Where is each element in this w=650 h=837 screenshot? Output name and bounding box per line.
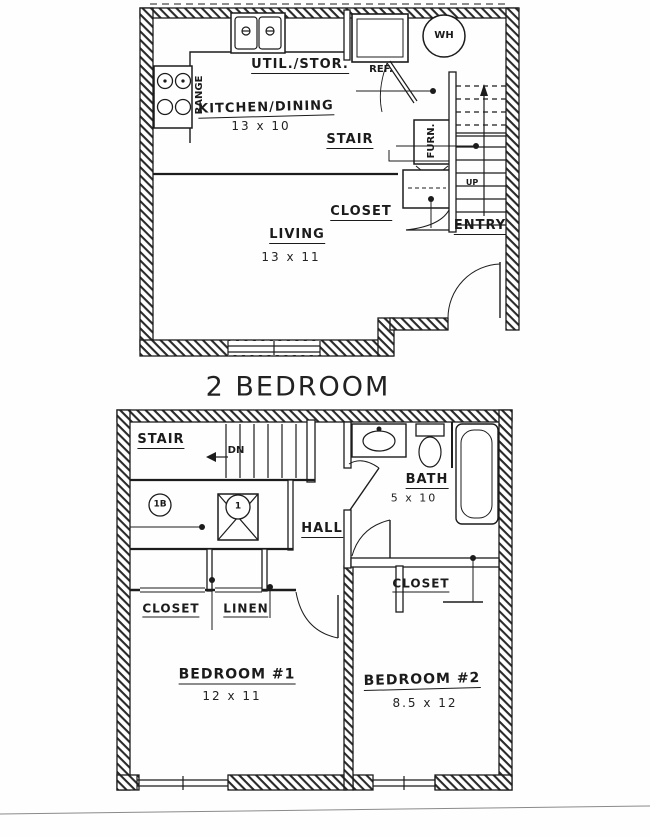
bath-label: BATH	[405, 472, 449, 489]
entry-closet	[402, 169, 456, 231]
bedroom1-label: BEDROOM #1	[178, 666, 296, 685]
kitchen-sink-fixture	[230, 12, 286, 54]
up-label: UP	[465, 178, 479, 187]
dn-arrow-icon	[206, 452, 216, 462]
furnace-closet	[413, 119, 451, 174]
water-heater-label: WH	[434, 30, 454, 41]
plan-title: 2 BEDROOM	[205, 371, 391, 403]
floor1-exterior-walls	[139, 7, 520, 357]
stair1-label: STAIR	[326, 132, 374, 149]
living-window	[227, 341, 321, 355]
scan-artifact-line	[0, 805, 650, 815]
bathtub-fixture	[455, 423, 499, 525]
kitchen-dims: 13 x 10	[231, 119, 291, 133]
range-label: RANGE	[194, 75, 205, 115]
bedroom2-label: BEDROOM #2	[363, 669, 481, 692]
vanity-sink-fixture	[351, 423, 407, 458]
util-stor-label: UTIL./STOR.	[251, 57, 349, 74]
bedroom2-door	[351, 519, 391, 558]
front-door	[447, 262, 501, 319]
bedroom1-window	[136, 776, 228, 790]
util-partition-wall	[343, 9, 351, 61]
water-heater-fixture	[422, 14, 466, 58]
reference-bubble-1	[225, 494, 251, 520]
entry-label: ENTRY	[453, 218, 507, 235]
reference-bubble-1b	[148, 493, 172, 517]
stair2-label: STAIR	[137, 432, 185, 449]
up-arrow-icon	[480, 84, 488, 96]
dn-label: DN	[227, 445, 245, 456]
floor2-plan	[116, 409, 513, 791]
living-label: LIVING	[269, 227, 325, 244]
toilet-fixture	[415, 423, 445, 468]
bedroom2-window	[373, 776, 436, 790]
bath-dims: 5 x 10	[390, 491, 438, 505]
bubble-1b-label: 1B	[153, 499, 167, 510]
kitchen-hall-door	[379, 60, 418, 113]
linen-label: LINEN	[223, 601, 269, 618]
closet1-label: CLOSET	[330, 204, 392, 221]
closet-bed1-label: CLOSET	[142, 601, 200, 618]
bath-door	[348, 460, 380, 511]
bubble-1-label: 1	[234, 501, 242, 512]
floor1-leader-lines	[356, 88, 479, 228]
floor2-leader-lines	[130, 524, 483, 630]
bedroom2-dims: 8.5 x 12	[392, 696, 458, 710]
hall-label: HALL	[301, 521, 343, 538]
range-fixture	[153, 65, 193, 129]
bedroom1-door	[295, 591, 339, 639]
refrigerator-label: REF.	[369, 64, 393, 75]
floor1-plan	[139, 3, 520, 357]
refrigerator-fixture	[351, 13, 409, 63]
furnace-label: FURN.	[426, 123, 437, 159]
living-dims: 13 x 11	[261, 250, 321, 264]
floor2-interior-walls	[130, 421, 500, 791]
bedroom1-dims: 12 x 11	[202, 689, 262, 703]
stair-flight-up	[448, 71, 506, 233]
closet-bath-label: CLOSET	[392, 576, 450, 593]
stair-flight-down	[206, 419, 316, 483]
